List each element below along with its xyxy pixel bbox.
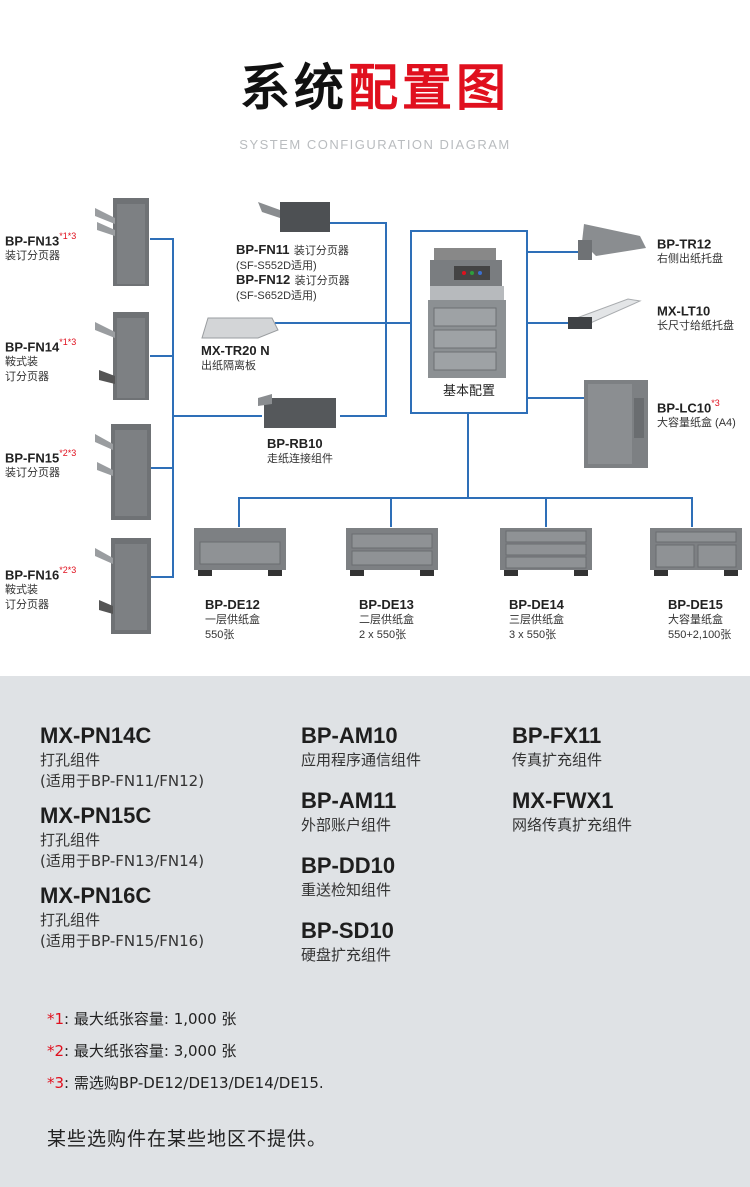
tray-tr20-image — [201, 317, 279, 339]
tray-tr12-label: BP-TR12 右侧出纸托盘 — [657, 236, 723, 266]
footnote-3: *3: 需选购BP-DE12/DE13/DE14/DE15. — [47, 1074, 324, 1092]
base-config-label: 基本配置 — [442, 384, 495, 399]
bridge-rb10-label: BP-RB10 走纸连接组件 — [267, 436, 333, 466]
cassette-lc10-image — [584, 380, 648, 468]
drawer-de15-image — [650, 528, 742, 576]
option-item: BP-FX11 传真扩充组件 — [512, 723, 603, 769]
finisher-fn13-label: BP-FN13*1*3 装订分页器 — [5, 231, 77, 263]
option-item: MX-PN14C 打孔组件 (适用于BP-FN11/FN12) — [40, 723, 205, 790]
option-item: MX-FWX1 网络传真扩充组件 — [512, 788, 633, 834]
options-column-1: MX-PN14C 打孔组件 (适用于BP-FN11/FN12) MX-PN15C… — [40, 722, 290, 952]
drawer-de13-image — [346, 528, 438, 576]
tray-lt10-label: MX-LT10 长尺寸给纸托盘 — [657, 303, 734, 333]
tray-tr20-label: MX-TR20 N 出纸隔离板 — [201, 343, 270, 373]
tray-tr12-image — [578, 224, 646, 260]
options-panel — [0, 676, 750, 1187]
footnote-2: *2: 最大纸张容量: 3,000 张 — [47, 1042, 237, 1060]
option-item: BP-AM11 外部账户组件 — [301, 788, 397, 834]
drawer-de14-image — [500, 528, 592, 576]
page-subtitle: SYSTEM CONFIGURATION DIAGRAM — [239, 137, 511, 152]
finisher-fn11-image — [258, 202, 330, 232]
finisher-fn14-image — [95, 312, 149, 400]
drawer-de15-label: BP-DE15 大容量纸盒 550+2,100张 — [668, 597, 732, 642]
base-config-box: 基本配置 — [410, 230, 528, 414]
option-item: BP-AM10 应用程序通信组件 — [301, 723, 422, 769]
tray-lt10-image — [568, 298, 642, 329]
footnote-1: *1: 最大纸张容量: 1,000 张 — [47, 1010, 237, 1028]
drawer-de12-image — [194, 528, 286, 576]
base-copier-image — [428, 248, 506, 378]
options-column-2: BP-AM10 应用程序通信组件 BP-AM11 外部账户组件 BP-DD10 … — [301, 722, 501, 966]
drawer-de12-label: BP-DE12 一层供纸盒 550张 — [205, 597, 260, 642]
finisher-fn15-image — [95, 424, 151, 520]
finisher-fn14-label: BP-FN14*1*3 鞍式装 订分页器 — [5, 337, 77, 384]
cassette-lc10-label: BP-LC10*3 大容量纸盒 (A4) — [657, 398, 736, 430]
finisher-fn13-image — [95, 198, 149, 286]
title-dark-part: 系统 — [240, 59, 348, 117]
option-item: MX-PN16C 打孔组件 (适用于BP-FN15/FN16) — [40, 883, 205, 950]
option-item: BP-SD10 硬盘扩充组件 — [301, 918, 394, 964]
finisher-fn11-label: BP-FN11 装订分页器 (SF-S552D适用) BP-FN12 装订分页器… — [236, 242, 350, 303]
options-column-3: BP-FX11 传真扩充组件 MX-FWX1 网络传真扩充组件 — [512, 722, 732, 836]
bridge-rb10-image — [258, 394, 336, 428]
option-item: MX-PN15C 打孔组件 (适用于BP-FN13/FN14) — [40, 803, 205, 870]
option-item: BP-DD10 重送检知组件 — [301, 853, 396, 899]
finisher-fn16-image — [95, 538, 151, 634]
finisher-fn16-label: BP-FN16*2*3 鞍式装 订分页器 — [5, 565, 77, 612]
finisher-fn15-label: BP-FN15*2*3 装订分页器 — [5, 448, 77, 480]
drawer-de13-label: BP-DE13 二层供纸盒 2 x 550张 — [359, 597, 414, 642]
drawer-de14-label: BP-DE14 三层供纸盒 3 x 550张 — [509, 597, 564, 642]
page-title: 系统配置图 — [0, 58, 750, 118]
title-red-part: 配置图 — [348, 59, 510, 117]
availability-notice: 某些选购件在某些地区不提供。 — [47, 1128, 328, 1150]
